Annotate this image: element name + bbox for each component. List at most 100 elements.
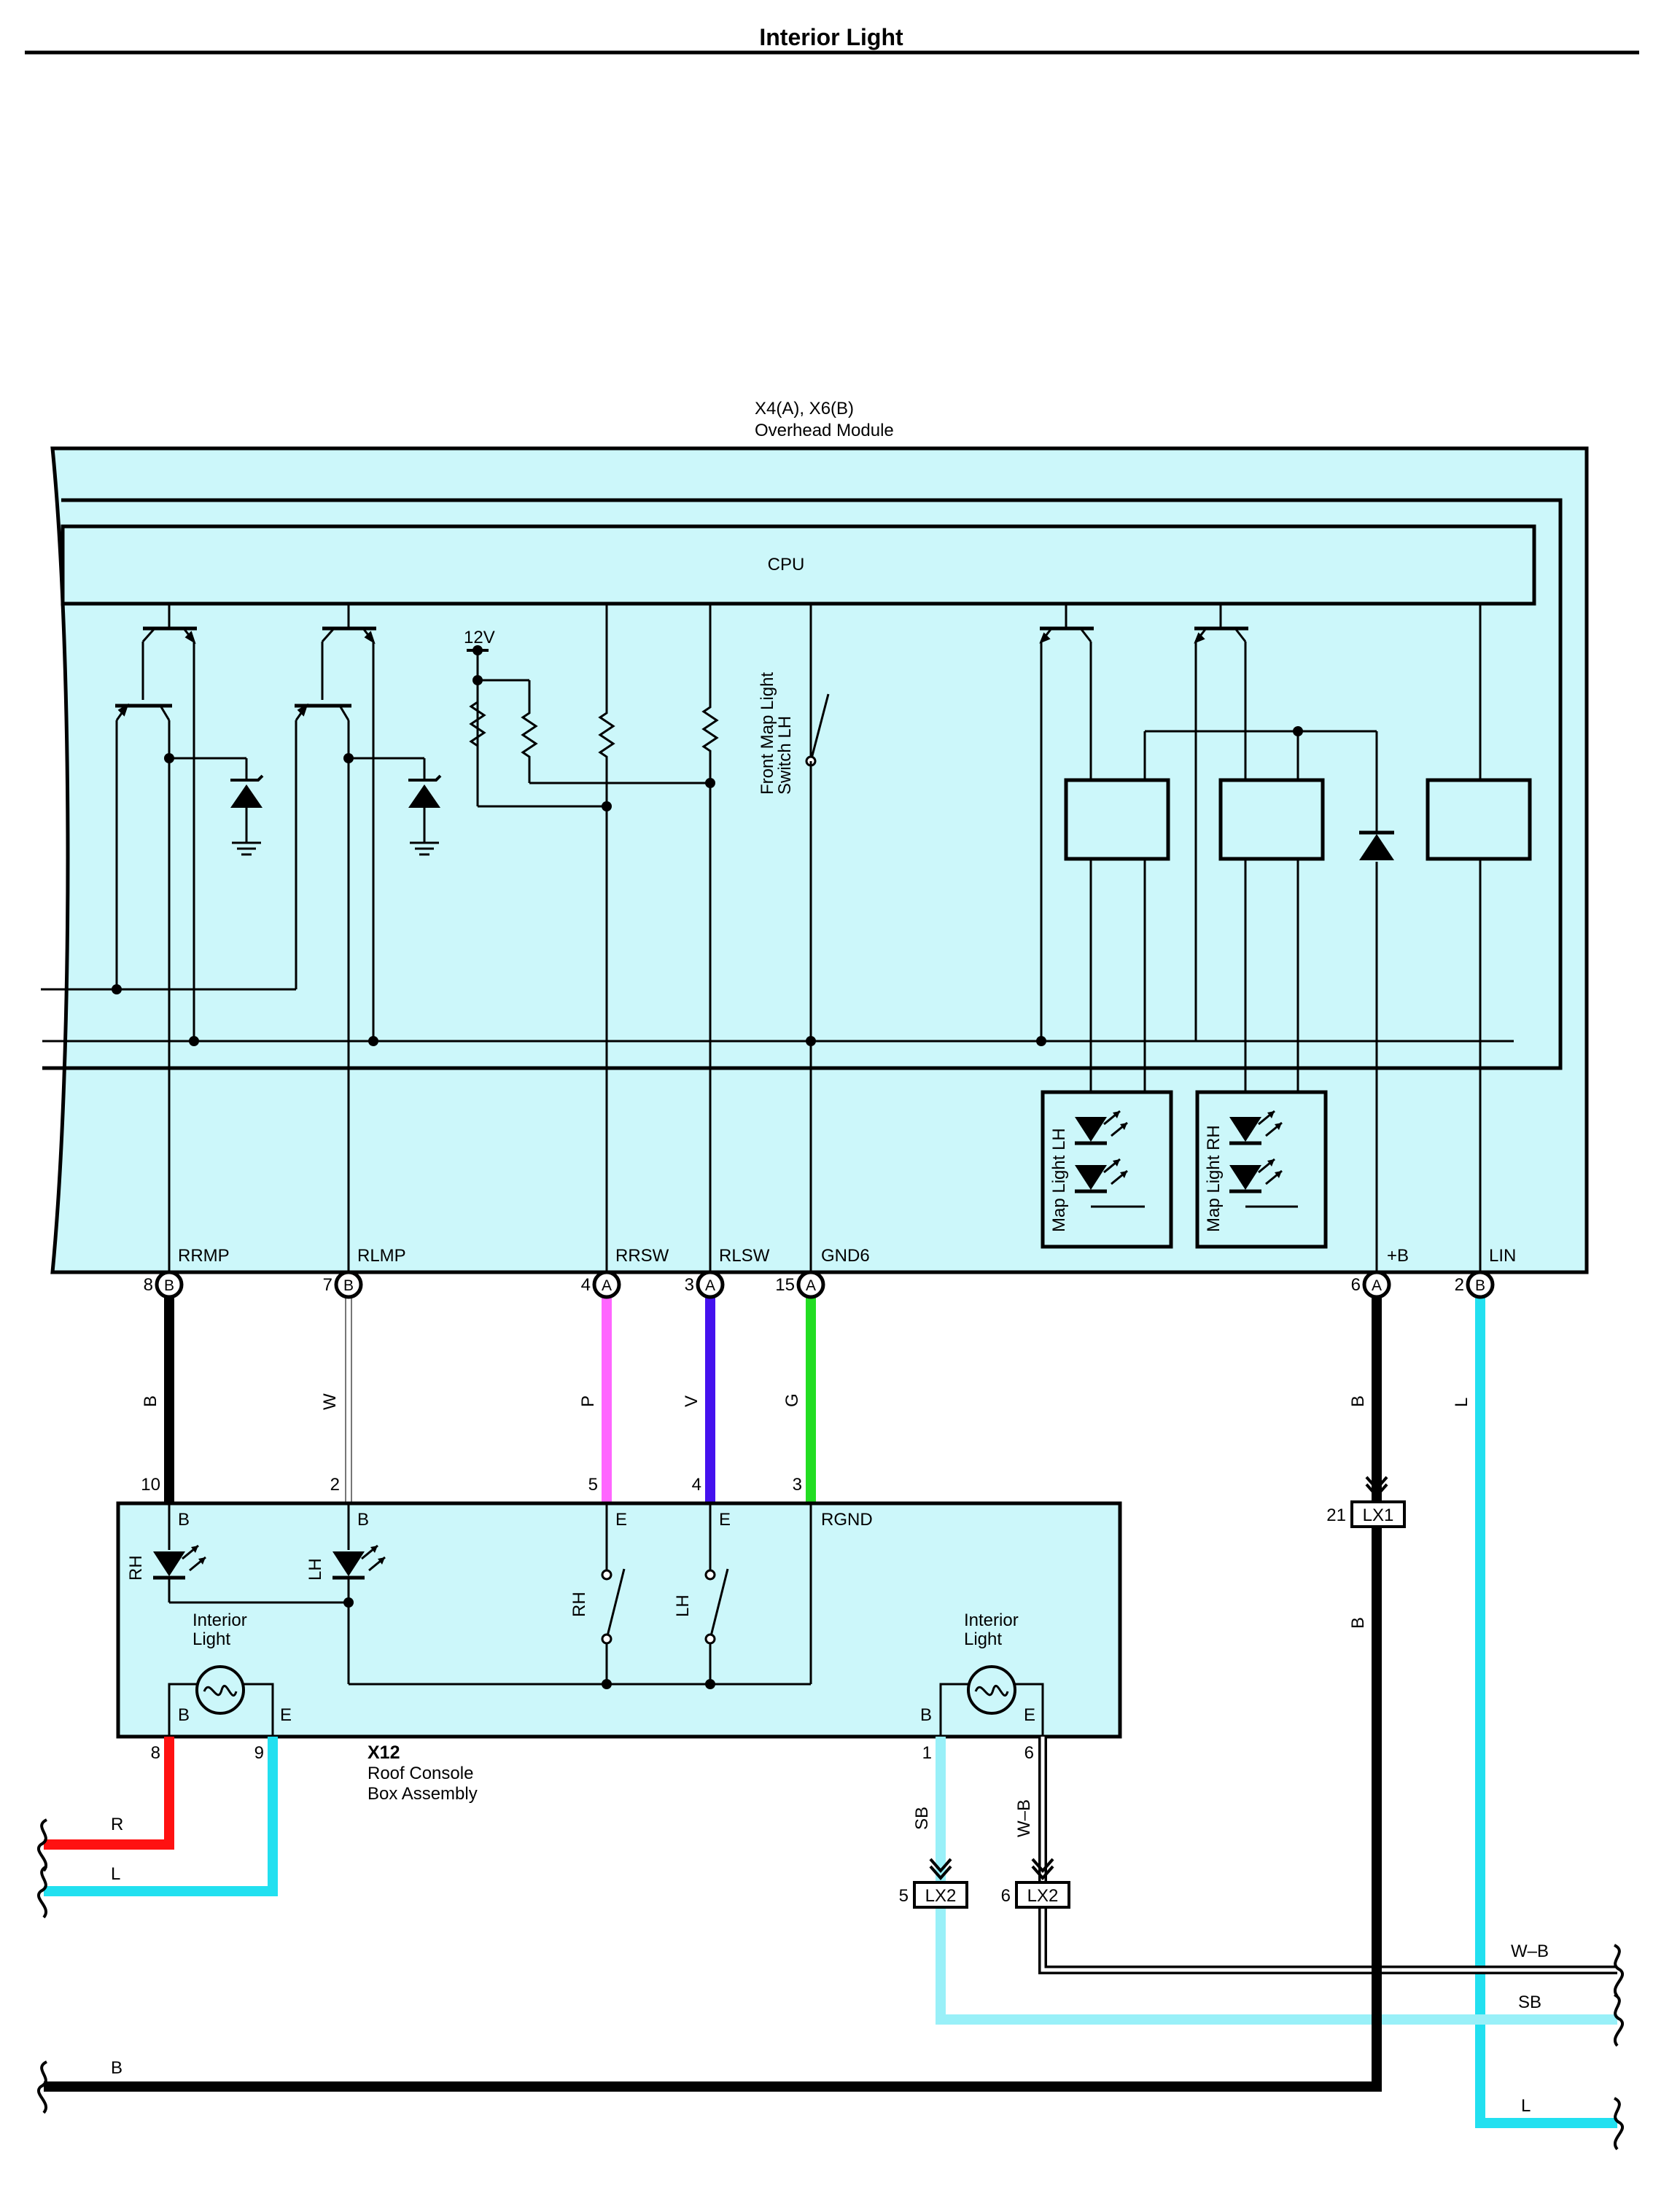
lx1-pin: 21 <box>1326 1506 1346 1525</box>
map-light-rh: Map Light RH <box>1195 1090 1328 1249</box>
plus-b-diode <box>1359 830 1394 860</box>
rc-rh-led-label: RH <box>126 1555 146 1581</box>
wire-sb-right-label: SB <box>1518 1993 1541 2012</box>
right-lamp-e-label: E <box>1024 1705 1035 1725</box>
left-lamp-b-label: B <box>178 1705 190 1725</box>
conn-letter-2: B <box>343 1277 354 1294</box>
interior-light-left-label-1: Interior <box>192 1610 247 1630</box>
lx2a-pin: 5 <box>899 1886 909 1906</box>
front-map-switch-label-2: Switch LH <box>775 716 795 795</box>
signal-plus-b: +B <box>1387 1246 1409 1266</box>
break-mark-l <box>37 1865 48 1919</box>
interior-light-left: Interior Light B E <box>168 1610 292 1737</box>
roof-console-internals <box>168 1503 812 1686</box>
conn-letter-4: A <box>705 1277 715 1294</box>
wire-sb <box>936 1737 1617 2025</box>
rc-pin-top-3: 5 <box>588 1475 598 1495</box>
conn-letter-5: A <box>806 1277 816 1294</box>
wire-label-7: L <box>1452 1398 1471 1407</box>
wire-l-left <box>44 1737 278 1896</box>
rc-rh-switch-label: RH <box>569 1592 589 1617</box>
right-lamp-b-label: B <box>920 1705 932 1725</box>
rc-label-top-1: B <box>178 1510 190 1530</box>
lx1-wire-below-label: B <box>1348 1617 1368 1629</box>
front-map-light-switch: Front Map Light Switch LH <box>758 604 830 1272</box>
module-inner-box <box>42 498 1563 1070</box>
wire-sb-label: SB <box>912 1807 932 1830</box>
wire-label-1: B <box>141 1395 160 1407</box>
break-mark-lin <box>1613 2097 1624 2151</box>
conn-letter-3: A <box>602 1277 612 1294</box>
wire-label-4: V <box>682 1395 701 1407</box>
wire-w-b <box>1038 1737 1617 1974</box>
wire-r-left <box>44 1737 174 1850</box>
lx2-junction-a <box>913 1858 968 1909</box>
rc-pin-top-1: 10 <box>141 1475 160 1495</box>
wire-w-b-right-label: W–B <box>1511 1941 1549 1961</box>
roof-switch-contacts <box>601 1569 716 1645</box>
interior-light-right-label-1: Interior <box>964 1610 1019 1630</box>
break-mark-b <box>37 2060 48 2114</box>
rc-pin-8: 8 <box>151 1743 160 1763</box>
conn-letter-1: B <box>164 1277 174 1294</box>
zener-diode-2 <box>408 774 442 856</box>
rc-pin-9: 9 <box>254 1743 264 1763</box>
wire-r-left-label: R <box>111 1815 123 1834</box>
signal-rrsw: RRSW <box>615 1246 669 1266</box>
roof-console-name-1: Roof Console <box>368 1764 473 1783</box>
pin-num-2: 7 <box>323 1275 332 1295</box>
wire-label-3: P <box>578 1395 598 1407</box>
conn-letter-7: B <box>1475 1277 1485 1294</box>
wire-label-6: B <box>1348 1395 1368 1407</box>
pin-num-3: 4 <box>581 1275 591 1295</box>
signal-gnd6: GND6 <box>821 1246 870 1266</box>
rc-lh-led-label: LH <box>306 1558 325 1581</box>
signal-lin: LIN <box>1489 1246 1516 1266</box>
rc-pin-1: 1 <box>922 1743 932 1763</box>
rlmp-driver-circuit <box>117 604 426 1272</box>
module-name: Overhead Module <box>755 421 894 440</box>
pin-num-4: 3 <box>685 1275 694 1295</box>
lx1-name: LX1 <box>1363 1506 1394 1525</box>
v12-label: 12V <box>464 628 495 647</box>
pin-num-7: 2 <box>1455 1275 1464 1295</box>
rc-pin-top-5: 3 <box>793 1475 802 1495</box>
rc-pin-top-2: 2 <box>330 1475 340 1495</box>
module-code: X4(A), X6(B) <box>755 399 854 418</box>
pin-num-6: 6 <box>1351 1275 1361 1295</box>
interior-light-right-label-2: Light <box>964 1629 1002 1649</box>
rc-pin-6: 6 <box>1024 1743 1034 1763</box>
lx1-junction <box>1350 1476 1406 1528</box>
cpu-box <box>61 524 1536 606</box>
break-mark-sb <box>1613 1993 1624 2047</box>
roof-console-code: X12 <box>368 1742 400 1763</box>
break-mark-wb <box>1613 1944 1624 1998</box>
wire-l-left-label: L <box>111 1864 120 1884</box>
lx2-junction-b <box>1015 1858 1070 1909</box>
rc-label-top-3: E <box>615 1510 627 1530</box>
rc-label-top-4: E <box>719 1510 731 1530</box>
wire-w-b-label: W–B <box>1014 1799 1034 1837</box>
roof-console-name-2: Box Assembly <box>368 1784 478 1804</box>
wire-b-bottom <box>44 1527 1382 2092</box>
map-light-lh-label: Map Light LH <box>1049 1128 1069 1232</box>
wire-l-lin-bottom <box>1475 2114 1617 2128</box>
front-map-switch-label-1: Front Map Light <box>758 672 777 795</box>
interior-light-right: Interior Light B E <box>920 1610 1044 1737</box>
wire-label-5: G <box>782 1393 802 1407</box>
map-light-lh: Map Light LH <box>1041 1090 1173 1249</box>
page-title: Interior Light <box>759 24 903 50</box>
rc-label-top-5: RGND <box>821 1510 873 1530</box>
zener-diode-1 <box>230 774 264 856</box>
rrmp-driver-circuit <box>41 604 1514 1272</box>
rc-label-top-2: B <box>357 1510 369 1530</box>
break-mark-r <box>37 1818 48 1872</box>
rc-lh-switch-label: LH <box>673 1594 693 1617</box>
map-light-rh-label: Map Light RH <box>1204 1125 1224 1232</box>
left-lamp-e-label: E <box>280 1705 292 1725</box>
lx2b-name: LX2 <box>1027 1886 1059 1906</box>
wire-l-right-label: L <box>1521 2096 1531 2116</box>
lx2a-name: LX2 <box>925 1886 957 1906</box>
cpu-label: CPU <box>768 555 805 575</box>
